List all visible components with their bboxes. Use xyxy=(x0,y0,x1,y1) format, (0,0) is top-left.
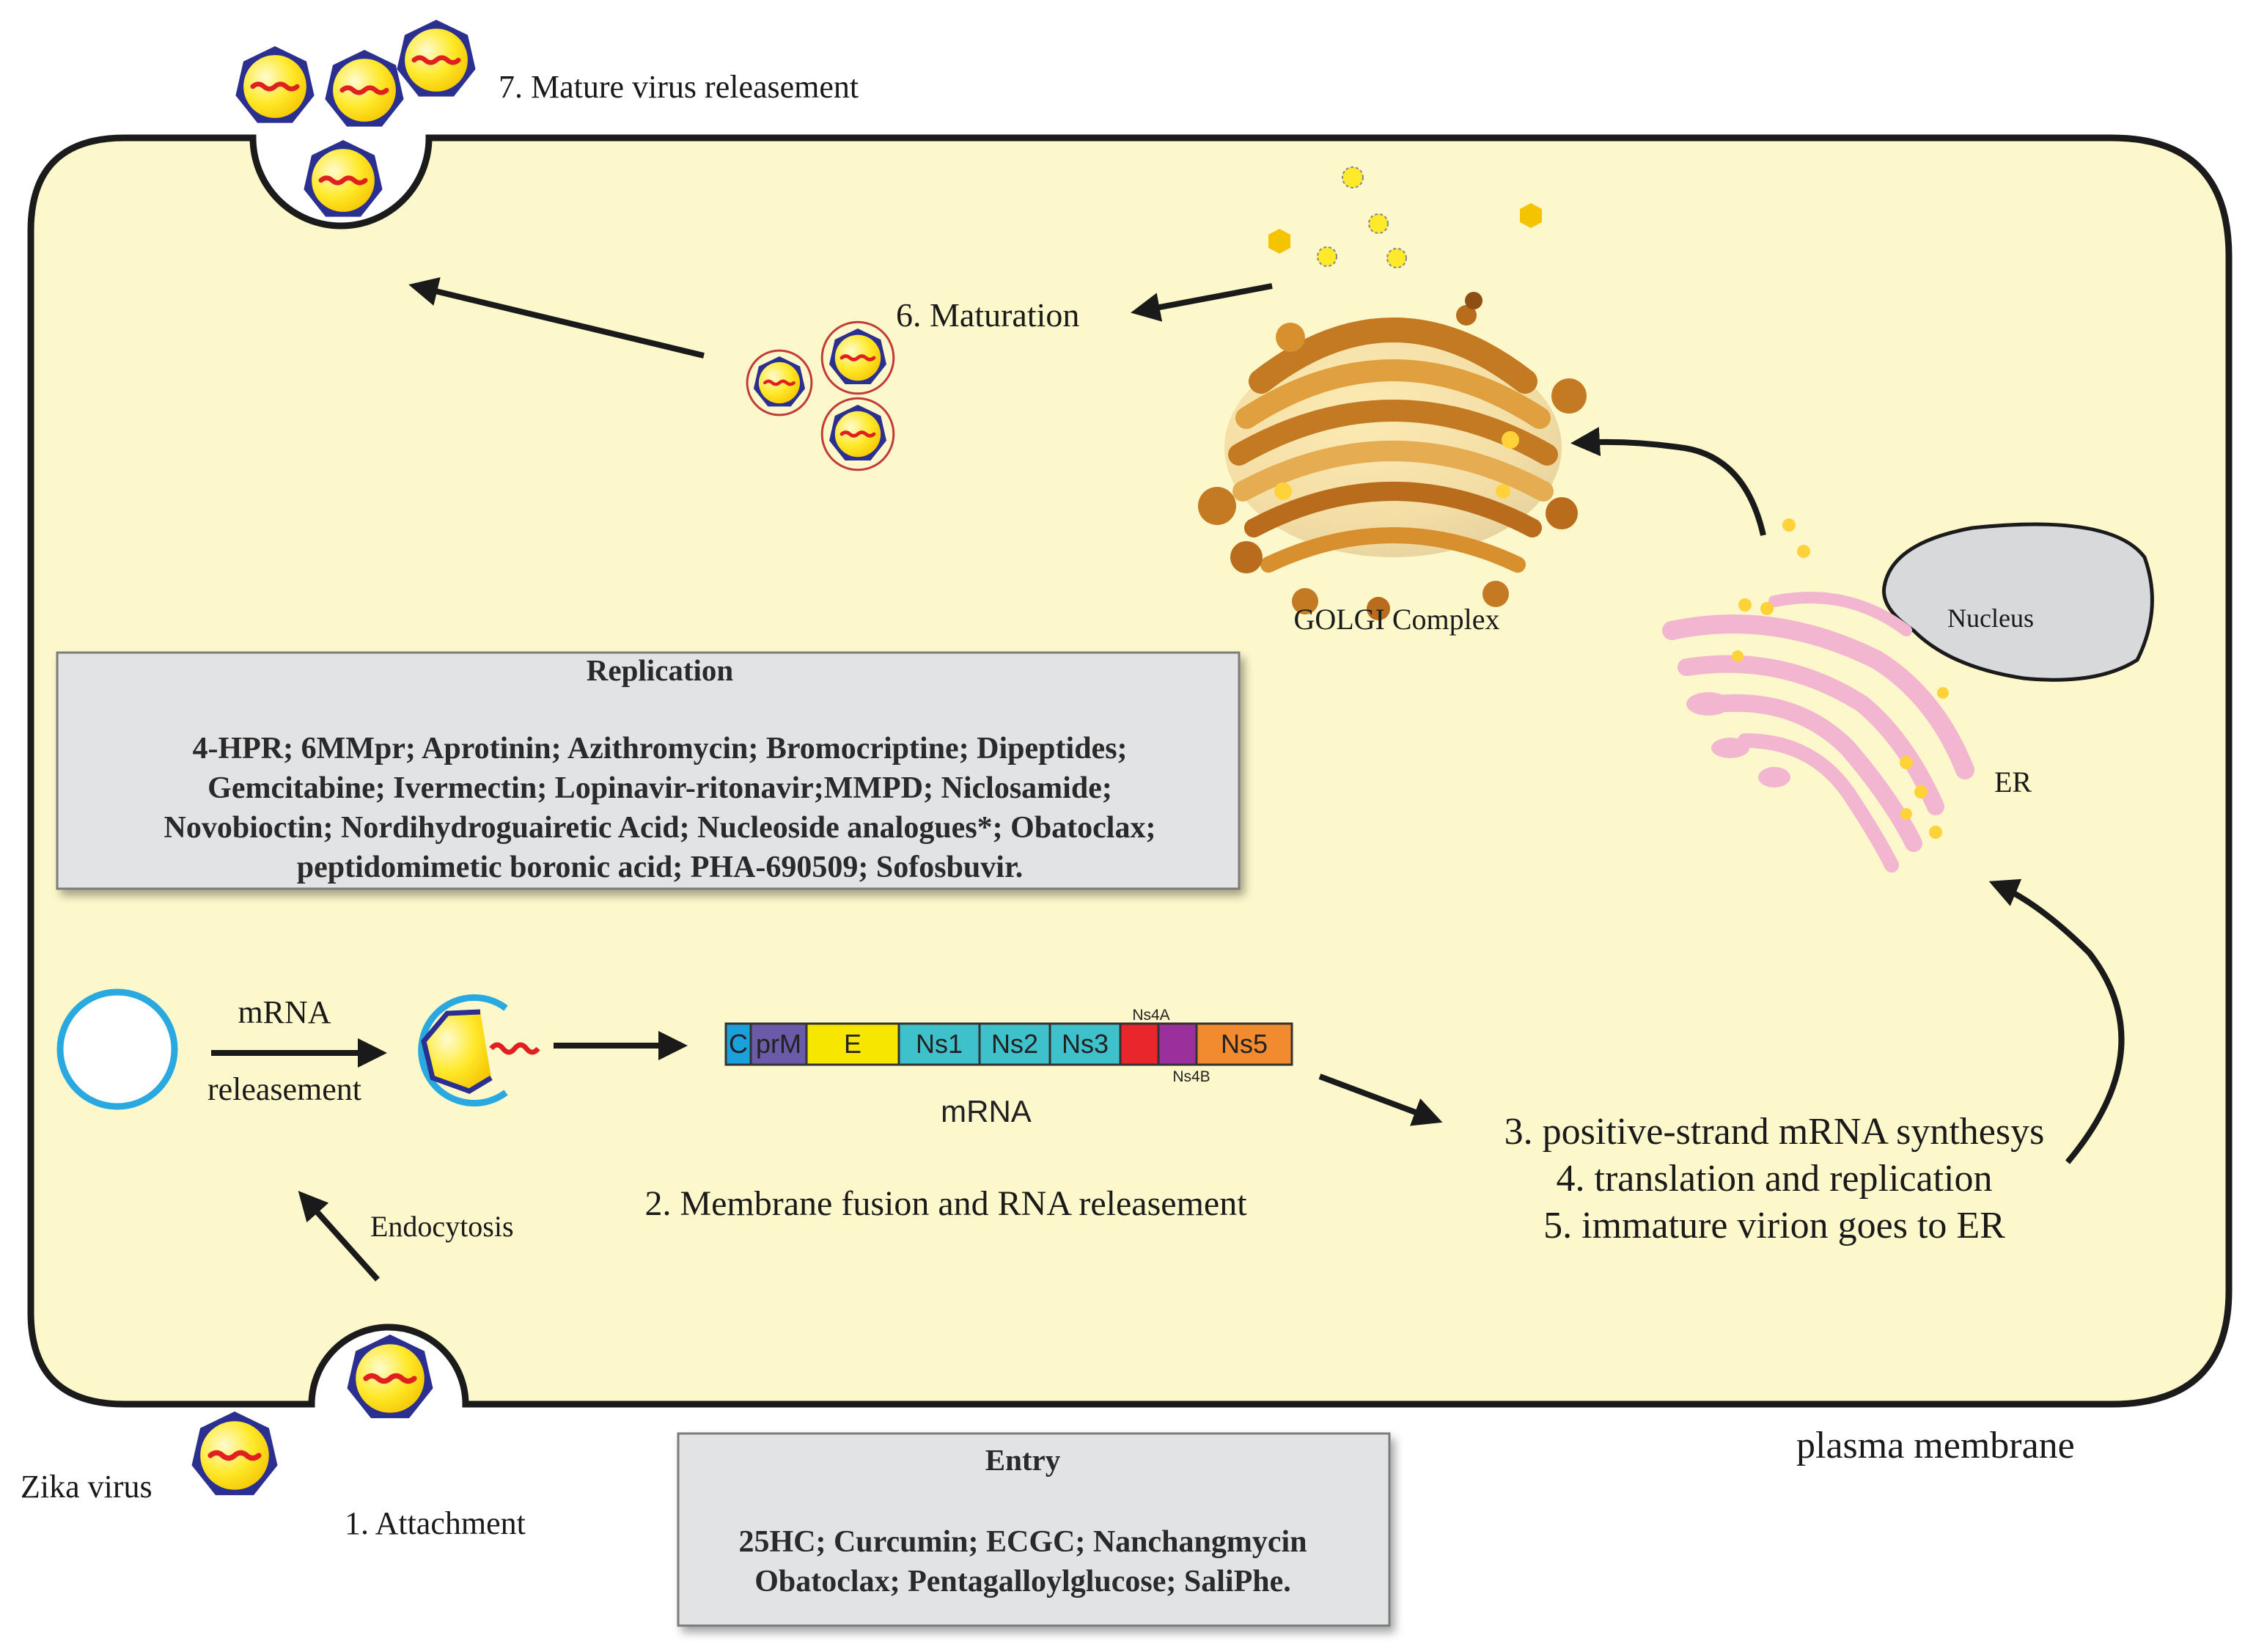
nucleus-label: Nucleus xyxy=(1947,603,2034,633)
replication-line-3: Novobioctin; Nordihydroguairetic Acid; N… xyxy=(164,811,1156,845)
step4-label: 4. translation and replication xyxy=(1557,1158,1993,1200)
golgi-complex xyxy=(1198,292,1587,620)
virus-particle xyxy=(820,320,895,395)
step7-label: 7. Mature virus releasement xyxy=(499,69,859,105)
virus-particle xyxy=(304,140,383,217)
mrna-release-bottom: releasement xyxy=(207,1071,361,1107)
entry-line-1: 25HC; Curcumin; ECGC; Nanchangmycin xyxy=(738,1525,1307,1559)
genome-segment-label: Ns3 xyxy=(1062,1029,1109,1059)
genome-segment xyxy=(749,1022,808,1066)
er-label: ER xyxy=(1994,766,2032,799)
step6-label: 6. Maturation xyxy=(896,296,1079,334)
arrow-to-er xyxy=(1988,878,2125,1164)
genome-segment xyxy=(897,1022,981,1066)
genome-segment xyxy=(805,1022,900,1066)
genome-segment xyxy=(1048,1022,1122,1066)
nucleus xyxy=(1882,522,2154,682)
genome-segment-label: Ns5 xyxy=(1221,1029,1268,1059)
arrow-to-synthesis xyxy=(1318,1073,1443,1126)
replication-title: Replication xyxy=(587,653,734,687)
plasma-membrane-label: plasma membrane xyxy=(1796,1425,2075,1466)
genome-segment xyxy=(724,1022,752,1066)
virus-particle xyxy=(746,349,813,416)
virus-particle xyxy=(325,50,404,127)
replication-line-4: peptidomimetic boronic acid; PHA-690509;… xyxy=(297,851,1024,884)
mrna-caption: mRNA xyxy=(941,1094,1032,1128)
virus-particle xyxy=(397,20,476,97)
endosome-virus xyxy=(56,988,178,1110)
genome-segment-label: E xyxy=(844,1029,861,1059)
replication-line-1: 4-HPR; 6MMpr; Aprotinin; Azithromycin; B… xyxy=(192,732,1127,766)
genome-segment-label: C xyxy=(729,1029,748,1059)
step1-label: 1. Attachment xyxy=(345,1505,526,1541)
genome-segment xyxy=(1157,1022,1198,1066)
ns4a-label: Ns4A xyxy=(1132,1007,1169,1024)
genome-segment-label: Ns1 xyxy=(916,1029,963,1059)
replication-line-2: Gemcitabine; Ivermectin; Lopinavir-riton… xyxy=(207,771,1112,805)
replication-inhibitors-box: Replication 4-HPR; 6MMpr; Aprotinin; Azi… xyxy=(56,651,1241,890)
uncoating-capsid xyxy=(418,994,540,1106)
step2-label: 2. Membrane fusion and RNA releasement xyxy=(644,1184,1247,1223)
genome-segment xyxy=(1195,1022,1293,1066)
process-arrows xyxy=(211,277,2125,1282)
virus-particles xyxy=(80,20,895,1496)
golgi-vesicles xyxy=(1268,166,1810,558)
virus-particle xyxy=(820,397,895,471)
arrow-to-maturation xyxy=(1131,283,1273,322)
virus-particle xyxy=(191,1411,278,1496)
arrow-to-golgi xyxy=(1570,427,1766,536)
entry-inhibitors-box: Entry 25HC; Curcumin; ECGC; Nanchangmyci… xyxy=(677,1432,1391,1627)
endoplasmic-reticulum xyxy=(1662,592,1974,873)
genome-segment-label: prM xyxy=(756,1029,801,1059)
step5-label: 5. immature virion goes to ER xyxy=(1543,1205,2005,1247)
virus-particle xyxy=(235,46,315,123)
step3-label: 3. positive-strand mRNA synthesys xyxy=(1504,1111,2045,1153)
endocytosis-label: Endocytosis xyxy=(370,1210,514,1243)
genome-segment xyxy=(1119,1022,1160,1066)
arrow-to-release xyxy=(408,277,705,359)
zika-virus-label: Zika virus xyxy=(21,1469,153,1505)
genome-segment-label: Ns2 xyxy=(991,1029,1038,1059)
virus-particle xyxy=(347,1335,433,1419)
entry-title: Entry xyxy=(985,1443,1061,1477)
entry-line-2: Obatoclax; Pentagalloylglucose; SaliPhe. xyxy=(754,1565,1290,1598)
ns4b-label: Ns4B xyxy=(1172,1068,1210,1085)
arrow-endocytosis xyxy=(298,1191,380,1282)
mrna-release-top: mRNA xyxy=(238,994,331,1030)
golgi-label: GOLGI Complex xyxy=(1293,603,1499,636)
